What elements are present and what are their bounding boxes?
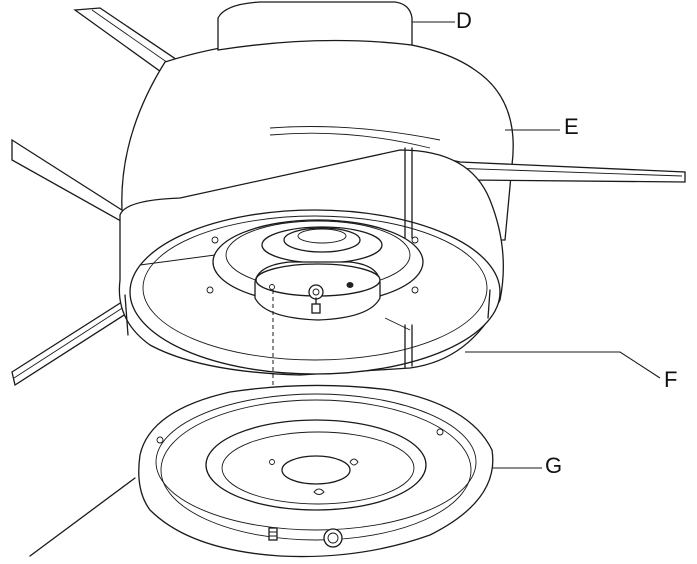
motor-hub (206, 219, 424, 321)
lower-blade-edge (29, 477, 136, 557)
left-blade (11, 138, 133, 387)
cover-dish (138, 384, 494, 558)
top-cap (217, 1, 413, 51)
label-g: G (545, 453, 562, 478)
label-f: F (664, 367, 677, 392)
label-e: E (564, 114, 579, 139)
leader-lines (412, 21, 661, 469)
label-d: D (456, 8, 472, 33)
cover-screw (268, 527, 278, 541)
